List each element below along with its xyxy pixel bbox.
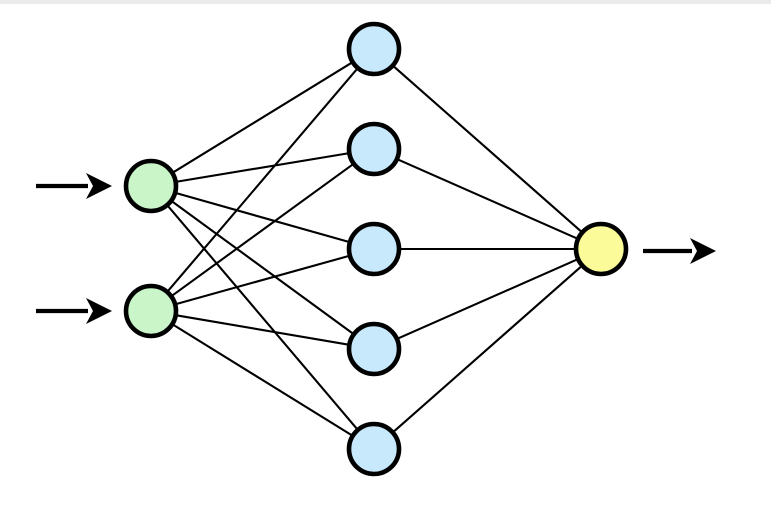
- edge-i2-h2: [168, 161, 357, 299]
- node-circle-h4[interactable]: [346, 321, 402, 377]
- input-arrow-1-head-icon: [86, 173, 112, 199]
- edge-h4-o1: [394, 257, 581, 341]
- output-arrow-1-head-icon: [690, 238, 716, 264]
- node-h3[interactable]: [346, 221, 402, 277]
- input-arrow-1: [36, 173, 112, 199]
- node-h2[interactable]: [346, 121, 402, 177]
- edge-i1-h1: [169, 60, 356, 175]
- node-circle-h3[interactable]: [346, 221, 402, 277]
- node-circle-i1[interactable]: [123, 158, 179, 214]
- edge-i1-h3: [172, 191, 353, 244]
- node-h4[interactable]: [346, 321, 402, 377]
- node-circle-h1[interactable]: [346, 21, 402, 77]
- edge-i2-h3: [172, 254, 353, 306]
- node-circle-h5[interactable]: [346, 421, 402, 477]
- edge-i1-h2: [173, 151, 352, 184]
- node-circle-h2[interactable]: [346, 121, 402, 177]
- arrow-group: [36, 173, 716, 324]
- edge-h1-o1: [390, 63, 585, 235]
- edge-h5-o1: [390, 263, 585, 435]
- top-edge-band: [0, 0, 771, 4]
- output-arrow-1: [643, 238, 716, 264]
- node-circle-o1[interactable]: [573, 221, 629, 277]
- edge-i2-h5: [169, 322, 356, 438]
- input-arrow-2-head-icon: [86, 298, 112, 324]
- node-i2[interactable]: [123, 283, 179, 339]
- input-arrow-2: [36, 298, 112, 324]
- node-circle-i2[interactable]: [123, 283, 179, 339]
- edge-i2-h1: [165, 65, 360, 295]
- edge-h2-o1: [394, 157, 581, 241]
- edge-i2-h4: [173, 313, 352, 347]
- edge-i1-h4: [168, 198, 357, 337]
- node-h1[interactable]: [346, 21, 402, 77]
- node-h5[interactable]: [346, 421, 402, 477]
- node-o1[interactable]: [573, 221, 629, 277]
- node-i1[interactable]: [123, 158, 179, 214]
- edge-group: [165, 60, 585, 438]
- node-group: [123, 21, 629, 477]
- edge-i1-h5: [165, 202, 360, 433]
